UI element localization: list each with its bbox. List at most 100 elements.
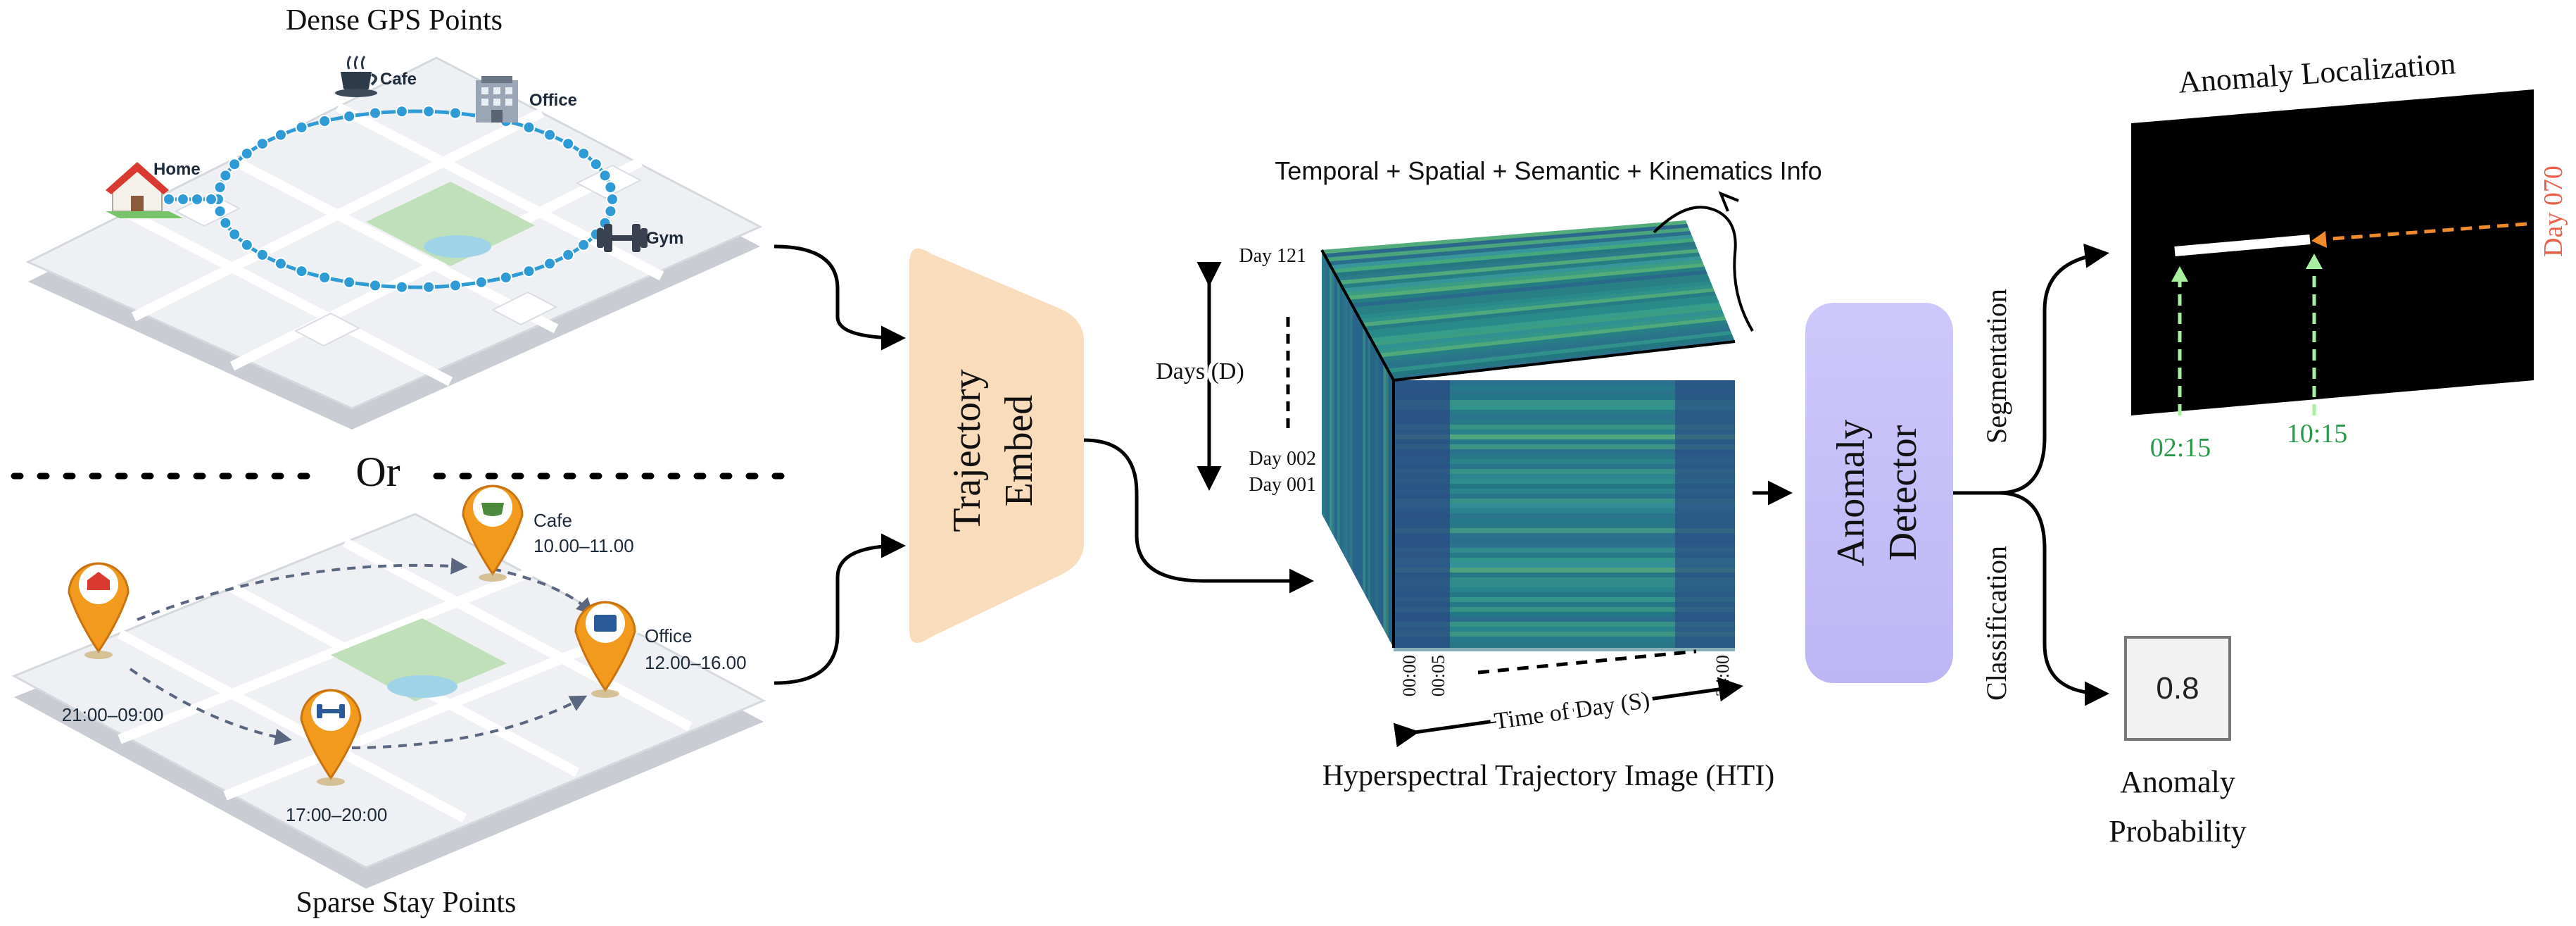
gps-point bbox=[295, 120, 308, 134]
hti-side-stripe bbox=[1337, 277, 1340, 548]
gps-point bbox=[562, 248, 575, 261]
hti-top-stripe bbox=[1343, 256, 1702, 292]
hti-front-stripe bbox=[1394, 390, 1735, 395]
hti-top-stripe bbox=[1362, 288, 1715, 327]
hti-top-stripe bbox=[1330, 234, 1693, 270]
anomaly-segment bbox=[2174, 234, 2311, 256]
input-connectors bbox=[774, 244, 906, 685]
gps-point bbox=[163, 193, 175, 206]
or-label: Or bbox=[355, 449, 400, 495]
dense-map-streets bbox=[124, 102, 664, 387]
time-axis-dashes bbox=[1477, 649, 1697, 675]
hti-front-stripe bbox=[1394, 558, 1735, 563]
hti-side-stripe bbox=[1339, 282, 1343, 553]
tick-0005-label: 00:05 bbox=[1428, 655, 1448, 696]
hti-top-stripe bbox=[1356, 277, 1710, 315]
hti-front-stripe bbox=[1394, 479, 1735, 484]
hti-top-stripe bbox=[1341, 252, 1700, 289]
hti-front-band-right bbox=[1675, 380, 1735, 648]
gym-pin-icon bbox=[300, 689, 362, 786]
hti-front-stripe bbox=[1394, 484, 1735, 489]
sparse-pond bbox=[387, 675, 457, 698]
gps-point bbox=[240, 147, 253, 161]
gps-point bbox=[589, 158, 602, 171]
end-time-arrowhead bbox=[2306, 254, 2323, 269]
hti-front-stripe bbox=[1394, 573, 1735, 577]
hti-front-stripe bbox=[1394, 587, 1735, 592]
gps-point bbox=[274, 128, 287, 142]
hti-header: Temporal + Spatial + Semantic + Kinemati… bbox=[1275, 156, 1821, 185]
dense-office-label: Office bbox=[529, 91, 577, 110]
hti-edges bbox=[1320, 249, 1736, 648]
gps-point bbox=[219, 216, 232, 230]
sparse-cafe-name: Cafe bbox=[533, 510, 572, 531]
sparse-home-time: 21:00–09:00 bbox=[62, 704, 164, 725]
hti-front-stripe bbox=[1394, 439, 1735, 444]
embed-label-line2: Embed bbox=[997, 395, 1041, 507]
dense-gps-title: Dense GPS Points bbox=[286, 4, 503, 37]
hti-front-stripe bbox=[1394, 582, 1735, 587]
detector-label-line1: Anomaly bbox=[1829, 420, 1873, 566]
office-pin-icon bbox=[574, 601, 636, 698]
hti-front-stripe bbox=[1394, 449, 1735, 454]
dense-park bbox=[366, 182, 535, 266]
sparse-office-time: 12.00–16.00 bbox=[645, 652, 747, 673]
hti-top-stripe bbox=[1372, 306, 1722, 346]
gps-point bbox=[598, 169, 612, 182]
sparse-stay-panel: Cafe 10.00–11.00 Office 12.00–16.00 21:0… bbox=[11, 484, 766, 919]
hti-front-stripe bbox=[1394, 513, 1735, 518]
hti-side-stripe bbox=[1332, 268, 1335, 538]
hti-side-stripe bbox=[1370, 338, 1373, 610]
gps-point bbox=[449, 279, 462, 292]
hti-side-stripe bbox=[1350, 301, 1353, 572]
hti-front-stripe bbox=[1394, 415, 1735, 420]
dense-home-label: Home bbox=[153, 160, 201, 179]
hti-side-stripe bbox=[1352, 306, 1356, 577]
hti-top-stripe bbox=[1377, 313, 1725, 353]
hti-side-stripe bbox=[1334, 273, 1337, 543]
gps-point bbox=[213, 205, 227, 218]
hti-side-stripe bbox=[1380, 356, 1384, 629]
sparse-office-name: Office bbox=[645, 625, 692, 646]
output-branches bbox=[1953, 243, 2109, 706]
gps-point bbox=[228, 227, 241, 241]
hti-side-stripe bbox=[1344, 292, 1348, 562]
gps-point bbox=[577, 147, 591, 161]
hti-top-stripe bbox=[1366, 295, 1718, 334]
hti-top-stripe bbox=[1339, 249, 1699, 284]
hti-header-brace bbox=[1653, 191, 1754, 332]
hti-top-stripe bbox=[1332, 238, 1695, 273]
hti-top-stripe bbox=[1345, 259, 1703, 296]
hti-front-stripe bbox=[1394, 592, 1735, 597]
hti-front-stripe bbox=[1394, 543, 1735, 548]
hti-top-stripe bbox=[1364, 292, 1717, 331]
hti-top-stripe bbox=[1379, 316, 1726, 358]
office-icon bbox=[476, 76, 518, 123]
gps-point bbox=[177, 193, 189, 206]
hti-front-stripe bbox=[1394, 627, 1735, 632]
classification-label: Classification bbox=[1981, 546, 2012, 701]
time-axis-arrow bbox=[1393, 677, 1743, 748]
gps-point bbox=[205, 193, 217, 206]
gps-point bbox=[213, 181, 227, 194]
dense-gps-panel: Dense GPS Points bbox=[25, 4, 763, 430]
gps-point bbox=[343, 110, 356, 123]
probability-label-line1: Anomaly bbox=[2120, 765, 2235, 799]
hti-front-stripe bbox=[1394, 503, 1735, 508]
localization-title: Anomaly Localization bbox=[2177, 46, 2456, 99]
cafe-pin-icon bbox=[462, 484, 524, 582]
hti-front-stripe bbox=[1394, 538, 1735, 543]
hti-front-stripes bbox=[1394, 380, 1735, 651]
hti-front-stripe bbox=[1394, 632, 1735, 637]
hti-front-stripe bbox=[1394, 464, 1735, 469]
hti-side-stripe bbox=[1342, 287, 1345, 558]
hti-front-stripe bbox=[1394, 494, 1735, 499]
sparse-map-streets bbox=[117, 537, 693, 823]
embed-trapezoid bbox=[909, 248, 1084, 643]
gps-point bbox=[604, 181, 617, 194]
hti-top-stripe bbox=[1385, 327, 1731, 369]
sparse-park bbox=[331, 618, 507, 701]
hti-top-stripe bbox=[1324, 224, 1689, 258]
gps-point bbox=[274, 257, 287, 270]
sparse-paths bbox=[129, 557, 594, 749]
